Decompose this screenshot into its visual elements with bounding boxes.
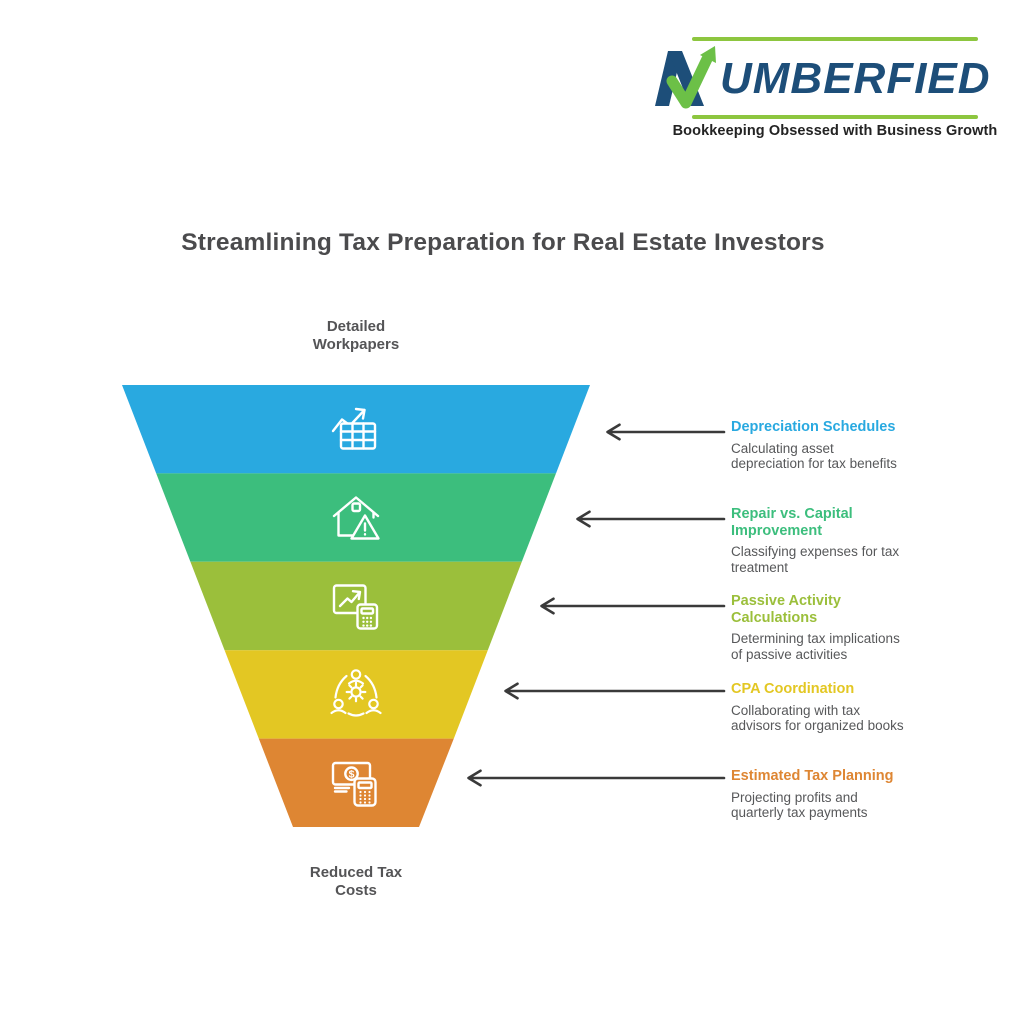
annotation-title: CPA Coordination xyxy=(731,681,855,697)
annotation-cpa-coordination: CPA Coordination Collaborating with tax … xyxy=(731,681,977,734)
logo-rule-bottom xyxy=(692,115,978,119)
logo-rule-top xyxy=(692,37,978,41)
funnel-bottom-label: Reduced Tax Costs xyxy=(309,864,403,899)
house-warning-icon xyxy=(332,496,380,540)
annotation-description: Calculating asset depreciation for tax b… xyxy=(731,440,897,472)
annotation-depreciation-schedules: Depreciation Schedules Calculating asset… xyxy=(731,419,977,472)
chart-calculator-icon xyxy=(332,584,379,630)
annotation-estimated-tax-planning: Estimated Tax Planning Projecting profit… xyxy=(731,768,977,821)
logo-arrow-head xyxy=(700,46,716,63)
annotation-title: Estimated Tax Planning xyxy=(731,768,894,784)
annotation-title: Passive Activity Calculations xyxy=(731,593,841,626)
annotation-passive-activity: Passive Activity Calculations Determinin… xyxy=(731,593,977,662)
trend-table-icon xyxy=(331,407,377,450)
annotation-repair-vs-capital: Repair vs. Capital Improvement Classifyi… xyxy=(731,506,977,575)
annotation-description: Determining tax implications of passive … xyxy=(731,631,900,662)
dollar-glyph: $ xyxy=(349,768,355,780)
team-gear-icon xyxy=(330,669,382,717)
funnel-diagram: $ xyxy=(122,385,590,827)
annotation-description: Collaborating with tax advisors for orga… xyxy=(731,702,904,734)
annotation-description: Projecting profits and quarterly tax pay… xyxy=(731,789,868,821)
annotation-title: Depreciation Schedules xyxy=(731,419,896,435)
brand-tagline: Bookkeeping Obsessed with Business Growt… xyxy=(672,123,998,139)
funnel-level-3 xyxy=(190,561,522,651)
brand-wordmark: UMBERFIED xyxy=(720,54,991,103)
brand-logo: UMBERFIED xyxy=(650,44,991,110)
annotation-description: Classifying expenses for tax treatment xyxy=(731,544,900,575)
page-title: Streamlining Tax Preparation for Real Es… xyxy=(181,229,825,256)
numberfied-n-arrow-icon xyxy=(650,44,726,110)
logo-arrow-shaft xyxy=(666,53,713,109)
funnel-top-label: Detailed Workpapers xyxy=(312,318,400,353)
arrow-level-2 xyxy=(576,510,726,528)
annotation-title: Repair vs. Capital Improvement xyxy=(731,506,853,539)
funnel-level-4 xyxy=(224,650,488,739)
arrow-level-1 xyxy=(606,423,726,441)
money-calculator-icon: $ xyxy=(331,761,377,807)
funnel-level-2 xyxy=(156,473,556,562)
